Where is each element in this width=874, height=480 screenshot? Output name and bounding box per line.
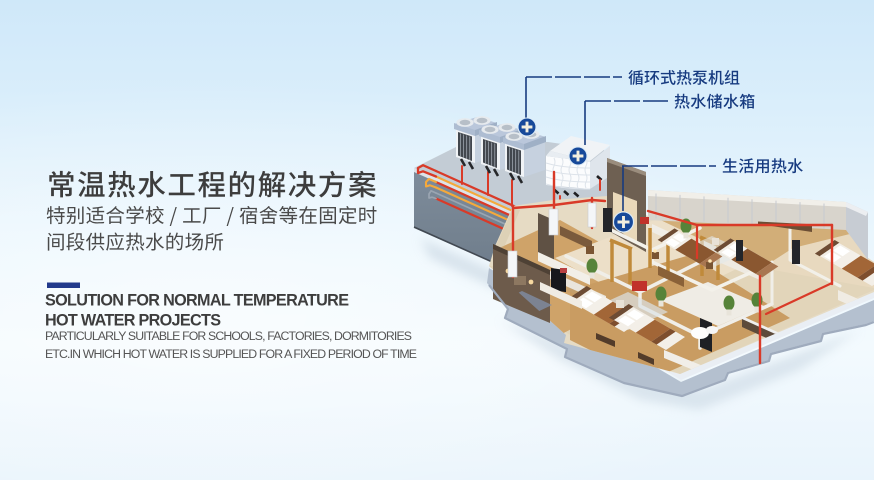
svg-text:HOT WATER PROJECTS: HOT WATER PROJECTS [45, 312, 221, 330]
svg-text:SOLUTION FOR NORMAL TEMPERATUR: SOLUTION FOR NORMAL TEMPERATURE [45, 292, 349, 310]
svg-text:PARTICULARLY SUITABLE FOR SCHO: PARTICULARLY SUITABLE FOR SCHOOLS, FACTO… [45, 329, 412, 343]
svg-text:ETC.IN WHICH HOT WATER IS SUPP: ETC.IN WHICH HOT WATER IS SUPPLIED FOR A… [45, 347, 417, 361]
